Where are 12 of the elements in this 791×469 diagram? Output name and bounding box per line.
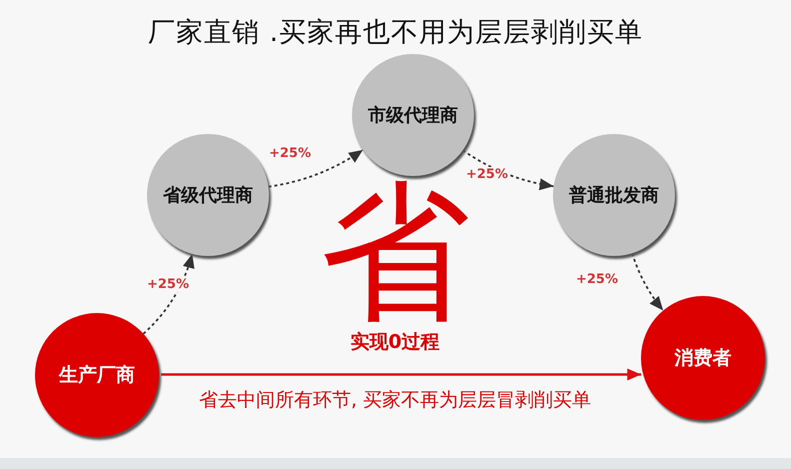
circle-node: 生产厂商 bbox=[35, 313, 159, 437]
arrow bbox=[631, 252, 664, 312]
note-text: 省去中间所有环节, 买家不再为层层冒剥削买单 bbox=[198, 388, 592, 413]
arrow bbox=[268, 149, 364, 188]
title: 厂家直销 .买家再也不用为层层剥削买单 bbox=[146, 16, 644, 50]
arrow bbox=[462, 149, 554, 190]
circle-node: 消费者 bbox=[641, 296, 765, 420]
circle-node: 普通批发商 bbox=[553, 134, 675, 256]
edge-label: +25% bbox=[145, 277, 191, 292]
arrow bbox=[161, 368, 642, 380]
circle-node: 省级代理商 bbox=[147, 134, 269, 256]
arrow bbox=[142, 254, 194, 334]
